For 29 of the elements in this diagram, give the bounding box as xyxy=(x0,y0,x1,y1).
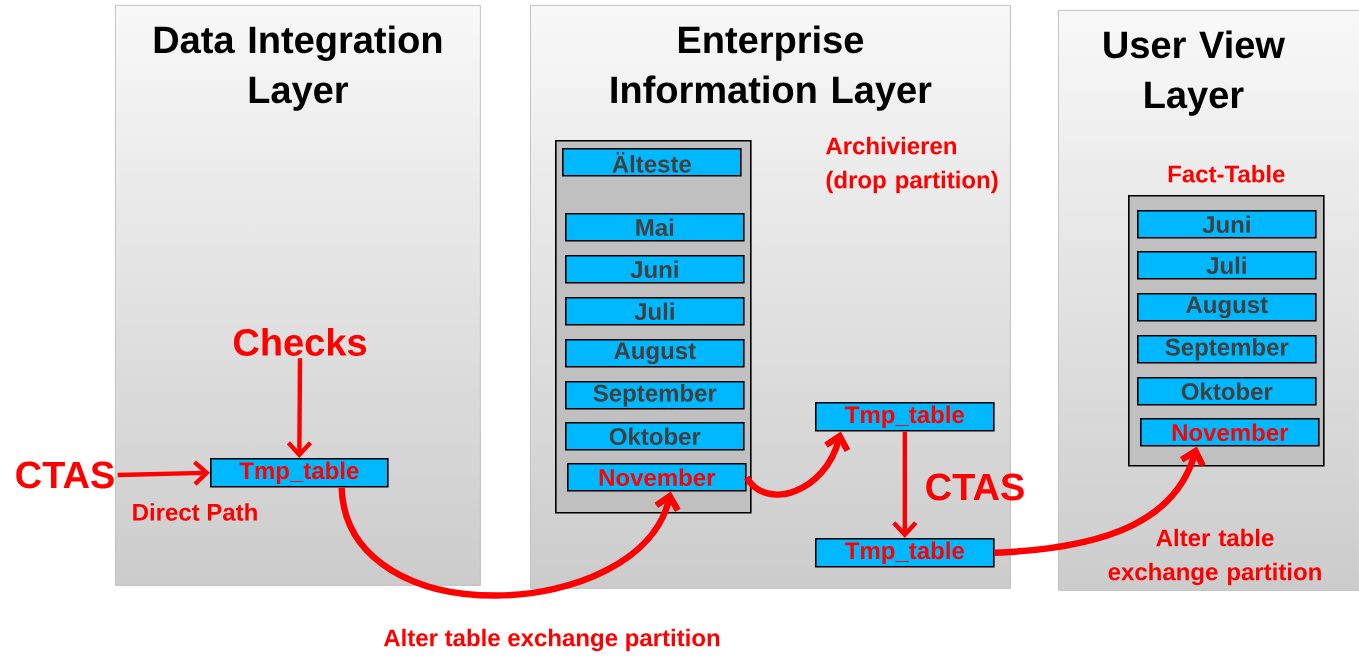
table-box: Tmp_table xyxy=(815,402,995,432)
table-row: August xyxy=(565,339,745,368)
table-row: September xyxy=(1137,335,1317,364)
edge-label: Alter table exchange partition xyxy=(1108,528,1321,586)
table-row: November xyxy=(567,463,747,492)
table-row: Juli xyxy=(1137,251,1317,280)
table-row: Juli xyxy=(565,297,745,326)
arrow xyxy=(117,460,210,486)
note-text: Direct Path xyxy=(133,503,257,521)
arrow xyxy=(286,358,313,458)
table-row: Juni xyxy=(1137,210,1317,239)
table-row: September xyxy=(565,381,745,410)
text-label: CTAS xyxy=(16,461,114,489)
table-row: November xyxy=(1140,418,1320,447)
arrow xyxy=(338,486,681,599)
edge-label: CTAS xyxy=(926,473,1024,501)
edge-label: Alter table exchange partition xyxy=(383,628,720,652)
text-label: Checks xyxy=(234,328,367,356)
table-row: August xyxy=(1137,293,1317,322)
table-row: Juni xyxy=(565,255,745,284)
arrow xyxy=(892,431,918,538)
table-box: Tmp_table xyxy=(210,458,389,488)
table-box: Tmp_table xyxy=(815,538,995,568)
node-label: Fact-Table xyxy=(1168,164,1285,183)
table-row: Oktober xyxy=(1137,377,1317,406)
table-row: Mai xyxy=(565,213,745,242)
table-row: Älteste xyxy=(562,148,742,177)
table-row: Oktober xyxy=(565,422,745,451)
note-text: Archivieren (drop partition) xyxy=(826,136,998,194)
